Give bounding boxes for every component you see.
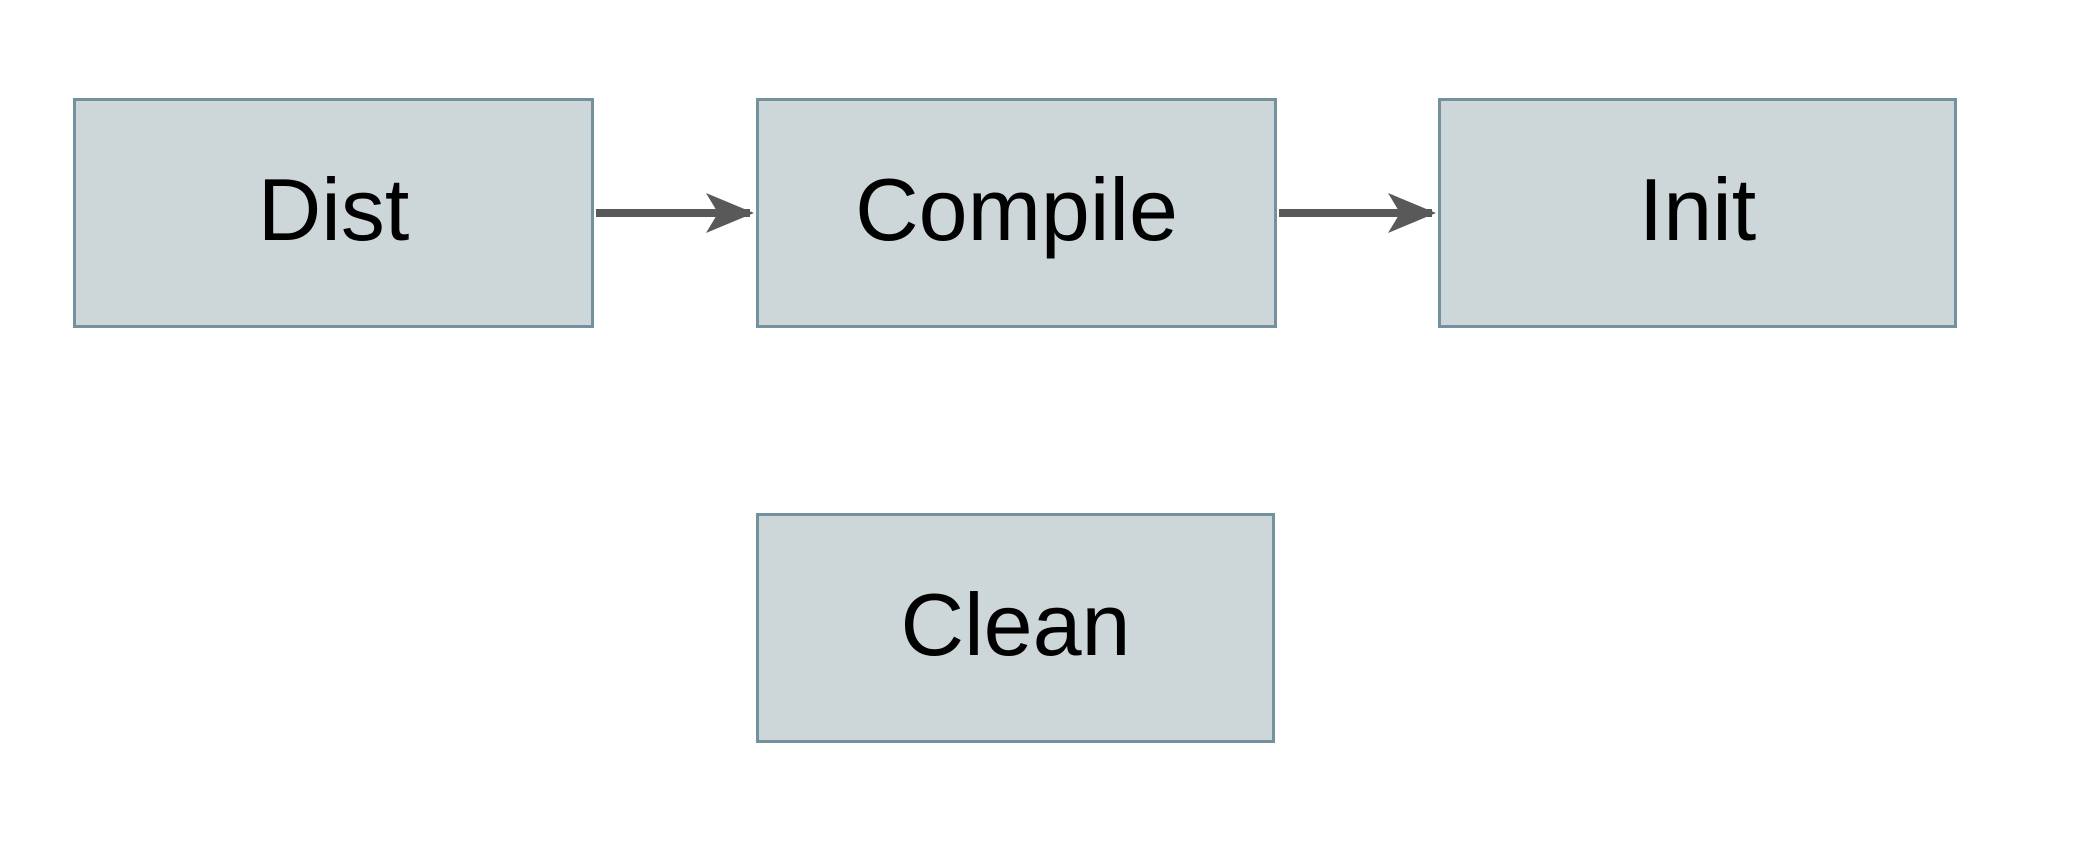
node-dist: Dist <box>73 98 594 328</box>
node-init: Init <box>1438 98 1957 328</box>
node-clean: Clean <box>756 513 1275 743</box>
node-compile: Compile <box>756 98 1277 328</box>
node-init-label: Init <box>1638 160 1757 259</box>
node-compile-label: Compile <box>855 160 1178 259</box>
node-clean-label: Clean <box>900 575 1131 674</box>
node-dist-label: Dist <box>257 160 410 259</box>
